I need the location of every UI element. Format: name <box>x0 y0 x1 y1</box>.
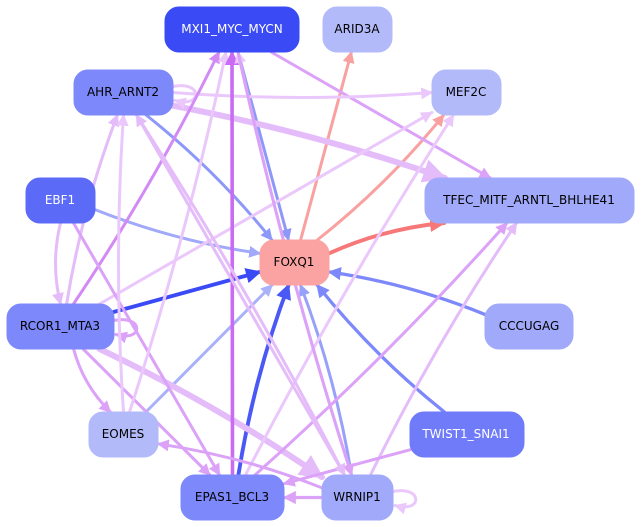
node-label: EOMES <box>102 427 145 441</box>
node-label: EPAS1_BCL3 <box>195 490 269 504</box>
nodes-layer: MXI1_MYC_MYCN ARID3A AHR_ARNT2 MEF2C EBF… <box>6 6 635 521</box>
node-eomes[interactable]: EOMES <box>88 411 159 458</box>
edge-eomes-to-ahr-arnt2 <box>116 113 129 414</box>
edge-ahr-arnt2-to-ahr-arnt2 <box>171 84 198 110</box>
node-label: RCOR1_MTA3 <box>20 319 100 333</box>
edge-ebf1-to-rcor1-mta3 <box>52 221 64 306</box>
edges-layer <box>52 50 518 515</box>
node-epas1-bcl3[interactable]: EPAS1_BCL3 <box>180 474 285 521</box>
node-foxq1[interactable]: FOXQ1 <box>259 239 330 286</box>
node-arid3a[interactable]: ARID3A <box>322 6 393 53</box>
node-tfec-mitf-arntl-bhlhe41[interactable]: TFEC_MITF_ARNTL_BHLHE41 <box>424 177 635 224</box>
edge-rcor1-mta3-to-mef2c <box>98 110 434 306</box>
edge-ahr-arnt2-to-wrnip1 <box>135 113 346 477</box>
edge-epas1-bcl3-to-foxq1 <box>236 283 291 477</box>
edge-foxq1-to-arid3a <box>299 50 355 242</box>
node-label: MXI1_MYC_MYCN <box>181 22 283 36</box>
edge-cccugag-to-foxq1 <box>327 267 487 317</box>
node-twist1-snai1[interactable]: TWIST1_SNAI1 <box>409 411 525 458</box>
edge-rcor1-mta3-to-mxi1-myc-mycn <box>72 50 221 306</box>
node-ahr-arnt2[interactable]: AHR_ARNT2 <box>73 69 174 116</box>
edge-epas1-bcl3-to-mef2c <box>244 113 455 477</box>
edge-ebf1-to-foxq1 <box>93 208 262 258</box>
edge-eomes-to-foxq1 <box>144 283 274 414</box>
edge-rcor1-mta3-to-rcor1-mta3 <box>112 318 139 344</box>
node-label: CCCUGAG <box>499 319 560 333</box>
node-mxi1-myc-mycn[interactable]: MXI1_MYC_MYCN <box>164 6 300 53</box>
edge-foxq1-to-tfec-mitf-arntl-bhlhe41 <box>327 216 447 256</box>
edge-mxi1-myc-mycn-to-tfec-mitf-arntl-bhlhe41 <box>269 50 492 180</box>
node-label: EBF1 <box>45 193 75 207</box>
node-cccugag[interactable]: CCCUGAG <box>484 303 574 350</box>
edge-rcor1-mta3-to-foxq1 <box>112 268 262 314</box>
edge-rcor1-mta3-to-wrnip1 <box>96 346 325 481</box>
edge-ahr-arnt2-to-foxq1 <box>144 113 274 242</box>
edge-eomes-to-mxi1-myc-mycn <box>128 50 230 414</box>
edge-twist1-snai1-to-foxq1 <box>315 283 447 414</box>
edge-wrnip1-to-eomes <box>156 439 324 490</box>
edge-wrnip1-to-ahr-arnt2 <box>135 113 346 477</box>
edge-ahr-arnt2-to-tfec-mitf-arntl-bhlhe41 <box>170 102 448 183</box>
edge-ahr-arnt2-to-mef2c <box>171 87 434 100</box>
node-label: TWIST1_SNAI1 <box>421 427 509 441</box>
edge-wrnip1-to-tfec-mitf-arntl-bhlhe41 <box>369 221 518 477</box>
edge-wrnip1-to-foxq1 <box>298 283 353 477</box>
node-label: MEF2C <box>446 85 487 99</box>
node-rcor1-mta3[interactable]: RCOR1_MTA3 <box>6 303 115 350</box>
node-label: TFEC_MITF_ARNTL_BHLHE41 <box>442 193 615 207</box>
edge-ebf1-to-epas1-bcl3 <box>72 221 221 477</box>
edge-epas1-bcl3-to-mxi1-myc-mycn <box>224 50 240 477</box>
node-label: ARID3A <box>334 22 380 36</box>
node-label: FOXQ1 <box>274 255 315 269</box>
node-ebf1[interactable]: EBF1 <box>25 177 96 224</box>
node-label: WRNIP1 <box>333 490 381 504</box>
node-label: AHR_ARNT2 <box>87 85 159 99</box>
edge-rcor1-mta3-to-eomes <box>72 347 112 414</box>
edge-foxq1-to-mef2c <box>315 113 446 242</box>
node-mef2c[interactable]: MEF2C <box>431 69 502 116</box>
edge-epas1-bcl3-to-tfec-mitf-arntl-bhlhe41 <box>253 221 509 477</box>
node-wrnip1[interactable]: WRNIP1 <box>321 474 394 521</box>
edge-wrnip1-to-wrnip1 <box>391 489 418 515</box>
